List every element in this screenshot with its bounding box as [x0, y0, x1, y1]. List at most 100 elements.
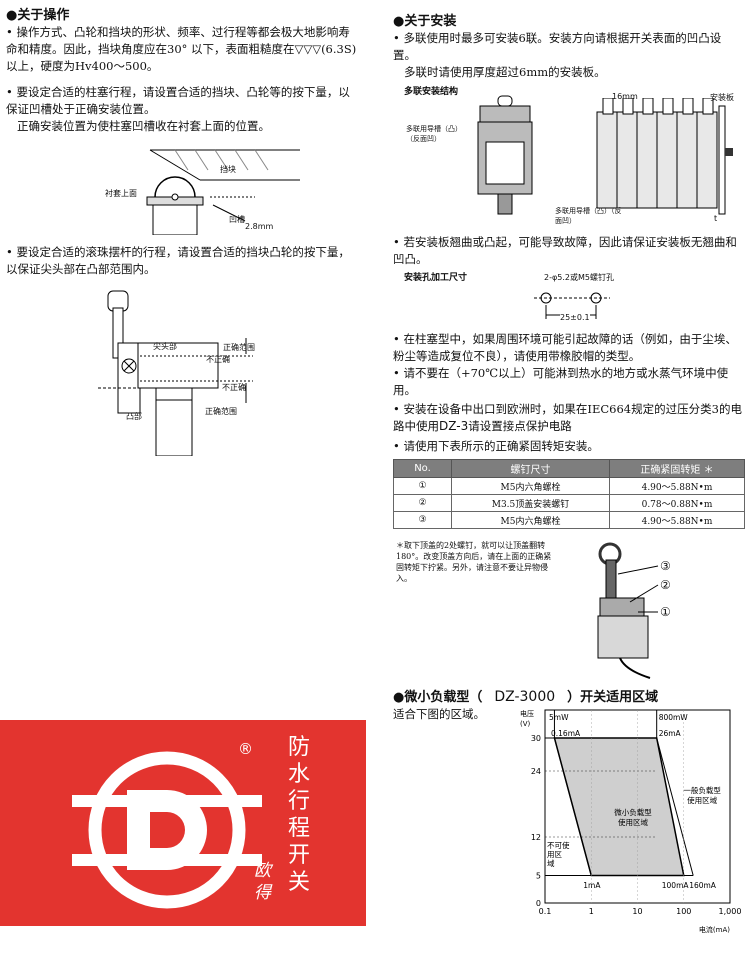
brand-char: 行 [288, 789, 311, 814]
switch-callout-diagram [597, 542, 659, 679]
chart-annotation: 1mA [583, 881, 601, 890]
fig2-incorrect-label-1: 不正确 [206, 355, 230, 364]
fig2-incorrect-label-2: 不正确 [222, 383, 246, 392]
chart-annotation: 800mW [659, 713, 689, 722]
chart-annotation: 160mA [689, 881, 717, 890]
table-cell: 4.90～5.88N•m [609, 477, 745, 495]
power-line [656, 737, 694, 876]
table-header: No. [393, 459, 452, 478]
y-tick-label: 0 [536, 899, 541, 908]
operation-p3: 正确安装位置为使柱塞凹槽收在衬套上面的位置。 [17, 119, 270, 133]
x-tick-label: 1 [589, 907, 594, 916]
table-cell: M5内六角螺栓 [451, 477, 610, 495]
y-tick-label: 5 [536, 872, 541, 881]
table-cell: M5内六角螺栓 [451, 511, 610, 529]
brand-char: 防 [288, 735, 311, 760]
chart-annotation: 26mA [659, 729, 682, 738]
hole-title: 安装孔加工尺寸 [404, 273, 468, 283]
callout-1: ① [660, 605, 671, 619]
micro-title-c: ）开关适用区域 [567, 690, 659, 705]
struct-title: 多联安装结构 [404, 87, 459, 97]
unusable-region-label: 用区 [547, 850, 562, 859]
x-tick-label: 1,000 [719, 907, 742, 916]
hole-dim-label: 25±0.1 [560, 313, 590, 322]
fig2-correct-range-label: 正确范围 [223, 343, 255, 352]
fig1-groove-label: 凹槽 [229, 215, 245, 224]
micro-title: ●微小负载型（ DZ-3000 ）开关适用区域 [393, 686, 658, 705]
unusable-region-label: 域 [547, 858, 555, 868]
table-row: ③ M5内六角螺栓 4.90～5.88N•m [393, 511, 745, 529]
general-region-label: 一般负载型 [683, 785, 721, 795]
table-cell: 0.78～0.88N•m [609, 494, 745, 512]
fig1-bushing-label: 衬套上面 [105, 189, 137, 198]
install-p1: • 多联使用时最多可安装6联。安装方向请根据开关表面的凹凸设置。 [393, 31, 722, 62]
table-header-row: No. 螺钉尺寸 正确紧固转矩 ＊ [393, 459, 745, 478]
chart-annotation: 100mA [662, 881, 690, 890]
brand-banner: ® 防 水 行 程 开 关 欧得 [0, 720, 366, 926]
plunger-diagram [146, 149, 300, 235]
y-axis-label: 电压 [520, 709, 534, 718]
y-axis-unit: (V) [520, 720, 531, 728]
x-tick-label: 0.1 [539, 907, 552, 916]
x-axis-label: 电流(mA) [699, 925, 730, 934]
callout-3: ③ [660, 559, 671, 573]
power-line [553, 737, 592, 876]
registered-mark: ® [238, 740, 253, 758]
table-cell: ① [393, 477, 452, 495]
y-tick-label: 24 [531, 767, 541, 776]
x-tick-label: 10 [632, 907, 642, 916]
install-p7: • 请使用下表所示的正确紧固转矩安装。 [393, 439, 599, 453]
plate-label: 安装板 [710, 93, 734, 102]
torque-note: ＊取下顶盖的2处螺钉，就可以让顶盖翻转180°。改变顶盖方向后，请在上面的正确紧… [396, 541, 552, 583]
brand-logo-icon [72, 751, 262, 909]
brand-name: 防 水 行 程 开 关 [288, 734, 314, 896]
general-region-label: 使用区域 [687, 795, 717, 805]
brand-char: 水 [288, 762, 311, 787]
micro-title-model: DZ-3000 [494, 689, 556, 705]
install-p6: • 安装在设备中出口到欧洲时，如果在IEC664规定的过压分类3的电路中使用DZ… [393, 401, 745, 435]
callout-2: ② [660, 578, 671, 592]
operation-p2: • 要设定合适的柱塞行程，请设置合适的挡块、凸轮等的按下量，以保证凹槽处于正确安… [6, 85, 350, 116]
install-p3: • 若安装板翘曲或凸起，可能导致故障，因此请保证安装板无翘曲和凹凸。 [393, 235, 737, 266]
operation-title: ●关于操作 [6, 8, 70, 23]
micro-region-label: 微小负载型 [614, 807, 652, 817]
dim-16mm-label: 16mm [612, 92, 638, 101]
table-cell: ③ [393, 511, 452, 529]
micro-title-a: ●微小负载型（ [393, 690, 483, 705]
install-p4: • 在柱塞型中，如果周围环境可能引起故障的话（例如，由于尘埃、粉尘等造成复位不良… [393, 332, 737, 363]
brand-char: 程 [288, 816, 311, 841]
table-cell: M3.5顶盖安装螺钉 [451, 494, 610, 512]
thickness-t-label: t [714, 214, 718, 223]
table-row: ② M3.5顶盖安装螺钉 0.78～0.88N•m [393, 494, 745, 512]
y-tick-label: 30 [531, 734, 541, 743]
guide-concave-label: 多联用导槽（凸）（反面凹） [406, 125, 462, 143]
torque-table: No. 螺钉尺寸 正确紧固转矩 ＊ ① M5内六角螺栓 4.90～5.88N•m… [393, 459, 745, 529]
fig2-tip-label: 尖头部 [153, 342, 177, 351]
x-tick-label: 100 [676, 907, 691, 916]
brand-char: 关 [288, 870, 311, 895]
brand-script: 欧得 [254, 861, 271, 903]
operation-p4: • 要设定合适的滚珠摆杆的行程，请设置合适的挡块凸轮的按下量，以保证尖头部在凸部… [6, 245, 350, 276]
operation-p1: • 操作方式、凸轮和挡块的形状、频率、过行程等都会极大地影响寿命和精度。因此，挡… [6, 25, 357, 73]
table-cell: 4.90～5.88N•m [609, 511, 745, 529]
switch-front-diagram [477, 95, 533, 215]
chart-annotation: 0.16mA [551, 729, 581, 738]
hole-spec-label: 2-φ5.2或M5螺钉孔 [544, 273, 614, 282]
micro-desc: 适合下图的区域。 [393, 707, 485, 721]
unusable-region-label: 不可使 [547, 840, 570, 850]
install-p5: • 请不要在（+70℃以上）可能淋到热水的地方或水蒸气环境中使用。 [393, 366, 729, 397]
micro-region-label: 使用区域 [618, 817, 648, 827]
fig2-correct-range-label-2: 正确范围 [205, 407, 237, 416]
install-p6-c: 请设置接点保护电路 [468, 419, 572, 433]
guide-convex-label: 多联用导槽（凸）（反面凹） [555, 207, 622, 225]
fig1-dim-label: 2.8mm [245, 222, 274, 231]
fig1-block-label: 挡块 [220, 165, 236, 174]
table-header: 正确紧固转矩 ＊ [609, 459, 745, 478]
install-title: ●关于安装 [393, 14, 457, 29]
brand-char: 开 [288, 843, 311, 868]
fig2-convex-label: 凸部 [126, 412, 142, 421]
multi-switch-diagram [596, 98, 733, 215]
install-p6-model: DZ-3 [439, 419, 469, 433]
y-tick-label: 12 [531, 833, 541, 842]
